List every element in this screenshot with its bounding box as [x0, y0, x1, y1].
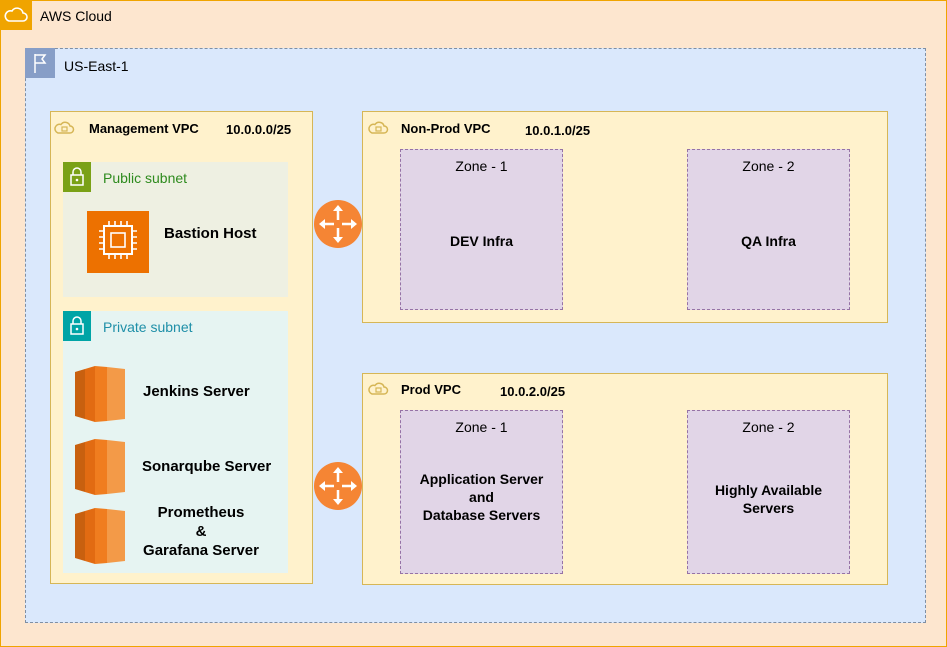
- lock-icon: [63, 311, 91, 341]
- highly-available-label: Highly Available Servers: [687, 481, 850, 517]
- region-label: US-East-1: [64, 58, 129, 74]
- router-icon: [313, 199, 363, 249]
- database-servers-line: Database Servers: [422, 507, 541, 523]
- dev-infra-label: DEV Infra: [449, 233, 513, 249]
- router-icon: [313, 461, 363, 511]
- aws-cloud-label: AWS Cloud: [40, 8, 112, 24]
- qa-infra-label: QA Infra: [741, 233, 796, 249]
- bastion-host-label: Bastion Host: [164, 225, 257, 242]
- prometheus-grafana-label: Prometheus & Garafana Server: [126, 503, 276, 560]
- zone-label: Zone - 2: [742, 419, 795, 435]
- lock-icon: [63, 162, 91, 192]
- cloud-icon: [0, 0, 32, 30]
- and-line: and: [469, 489, 494, 505]
- management-vpc-cidr: 10.0.0.0/25: [226, 122, 292, 137]
- servers-line: Servers: [742, 500, 795, 516]
- ampersand-line: &: [195, 523, 207, 540]
- jenkins-server-label: Jenkins Server: [143, 383, 250, 400]
- vpc-cloud-icon: [51, 116, 77, 140]
- nonprod-zone-1: [400, 149, 563, 310]
- prometheus-line: Prometheus: [157, 504, 245, 521]
- prod-zone-2: [687, 410, 850, 574]
- zone-label: Zone - 1: [455, 158, 508, 174]
- ec2-instance-icon: [87, 211, 149, 273]
- application-server-line: Application Server: [419, 471, 544, 487]
- prod-zone-1: [400, 410, 563, 574]
- zone-label: Zone - 1: [455, 419, 508, 435]
- prod-vpc-label: Prod VPC: [401, 382, 461, 397]
- sonarqube-server-label: Sonarqube Server: [142, 458, 272, 475]
- garafana-server-line: Garafana Server: [143, 542, 259, 559]
- highly-available-line: Highly Available: [714, 482, 823, 498]
- ec2-server-icon: [75, 437, 125, 497]
- management-vpc-label: Management VPC: [89, 121, 199, 136]
- vpc-cloud-icon: [365, 377, 391, 401]
- zone-label: Zone - 2: [742, 158, 795, 174]
- private-subnet-label: Private subnet: [103, 319, 193, 335]
- flag-icon: [25, 48, 55, 78]
- prod-vpc-cidr: 10.0.2.0/25: [500, 384, 566, 399]
- ec2-server-icon: [75, 506, 125, 566]
- nonprod-vpc-cidr: 10.0.1.0/25: [525, 123, 591, 138]
- app-db-servers-label: Application Server and Database Servers: [400, 470, 563, 524]
- nonprod-zone-2: [687, 149, 850, 310]
- vpc-cloud-icon: [365, 116, 391, 140]
- public-subnet-label: Public subnet: [103, 170, 188, 186]
- nonprod-vpc-label: Non-Prod VPC: [401, 121, 491, 136]
- ec2-server-icon: [75, 364, 125, 424]
